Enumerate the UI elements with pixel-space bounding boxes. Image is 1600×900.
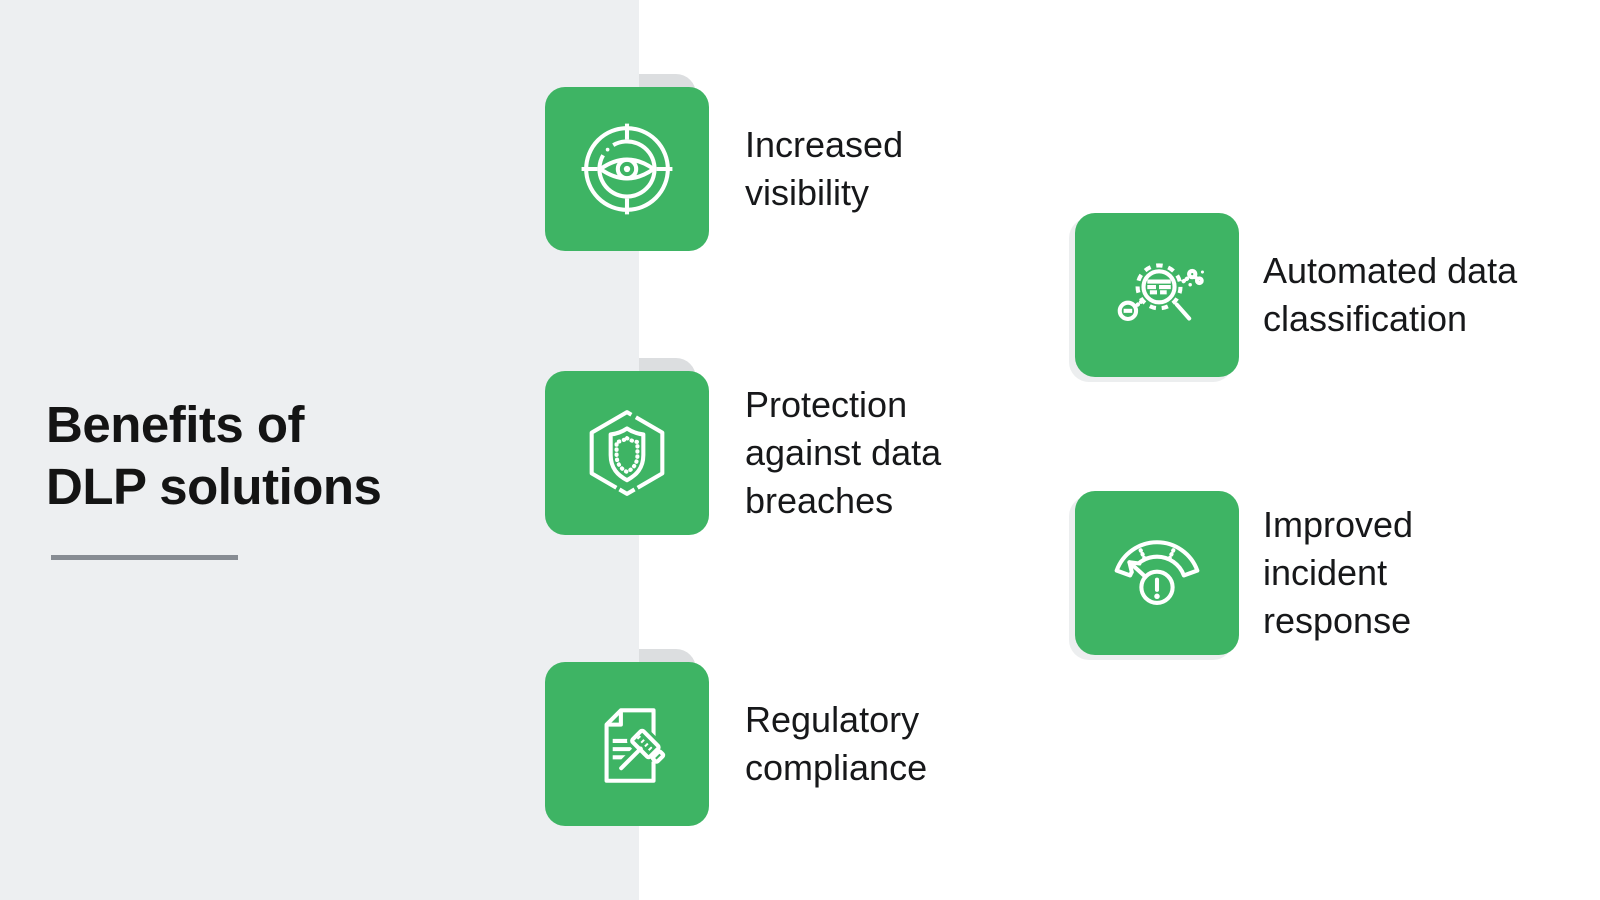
benefit-label: Improved incident response [1263, 504, 1414, 641]
benefit-tile [1069, 213, 1239, 382]
benefit-item-automated-data-classification: Automated data classification [1069, 213, 1573, 382]
benefit-item-regulatory-compliance: Regulatory compliance [532, 649, 1005, 826]
page-title: Benefits of DLP solutions [46, 394, 476, 518]
benefit-tile [532, 358, 709, 535]
benefit-tile [532, 649, 709, 826]
visibility-radar-icon [581, 123, 673, 215]
benefit-label: Regulatory compliance [745, 699, 928, 788]
benefit-tile [1069, 491, 1239, 660]
benefit-item-protection-data-breaches: Protection against data breaches [532, 358, 995, 535]
shield-hexagon-icon [589, 410, 665, 496]
benefit-label: Increased visibility [745, 124, 904, 213]
gear-magnifier-icon [1117, 263, 1204, 322]
gauge-alert-icon [1114, 540, 1200, 605]
benefit-item-increased-visibility: Increased visibility [532, 74, 1005, 251]
benefit-label: Automated data classification [1263, 250, 1518, 339]
left-panel [0, 0, 639, 900]
benefit-label: Protection against data breaches [745, 384, 942, 521]
benefit-tile [532, 74, 709, 251]
document-gavel-icon [604, 708, 666, 783]
page-title-line-1: Benefits of [46, 396, 305, 453]
title-underline [51, 555, 238, 560]
benefit-item-improved-incident-response: Improved incident response [1069, 491, 1483, 660]
page-title-line-2: DLP solutions [46, 458, 382, 515]
